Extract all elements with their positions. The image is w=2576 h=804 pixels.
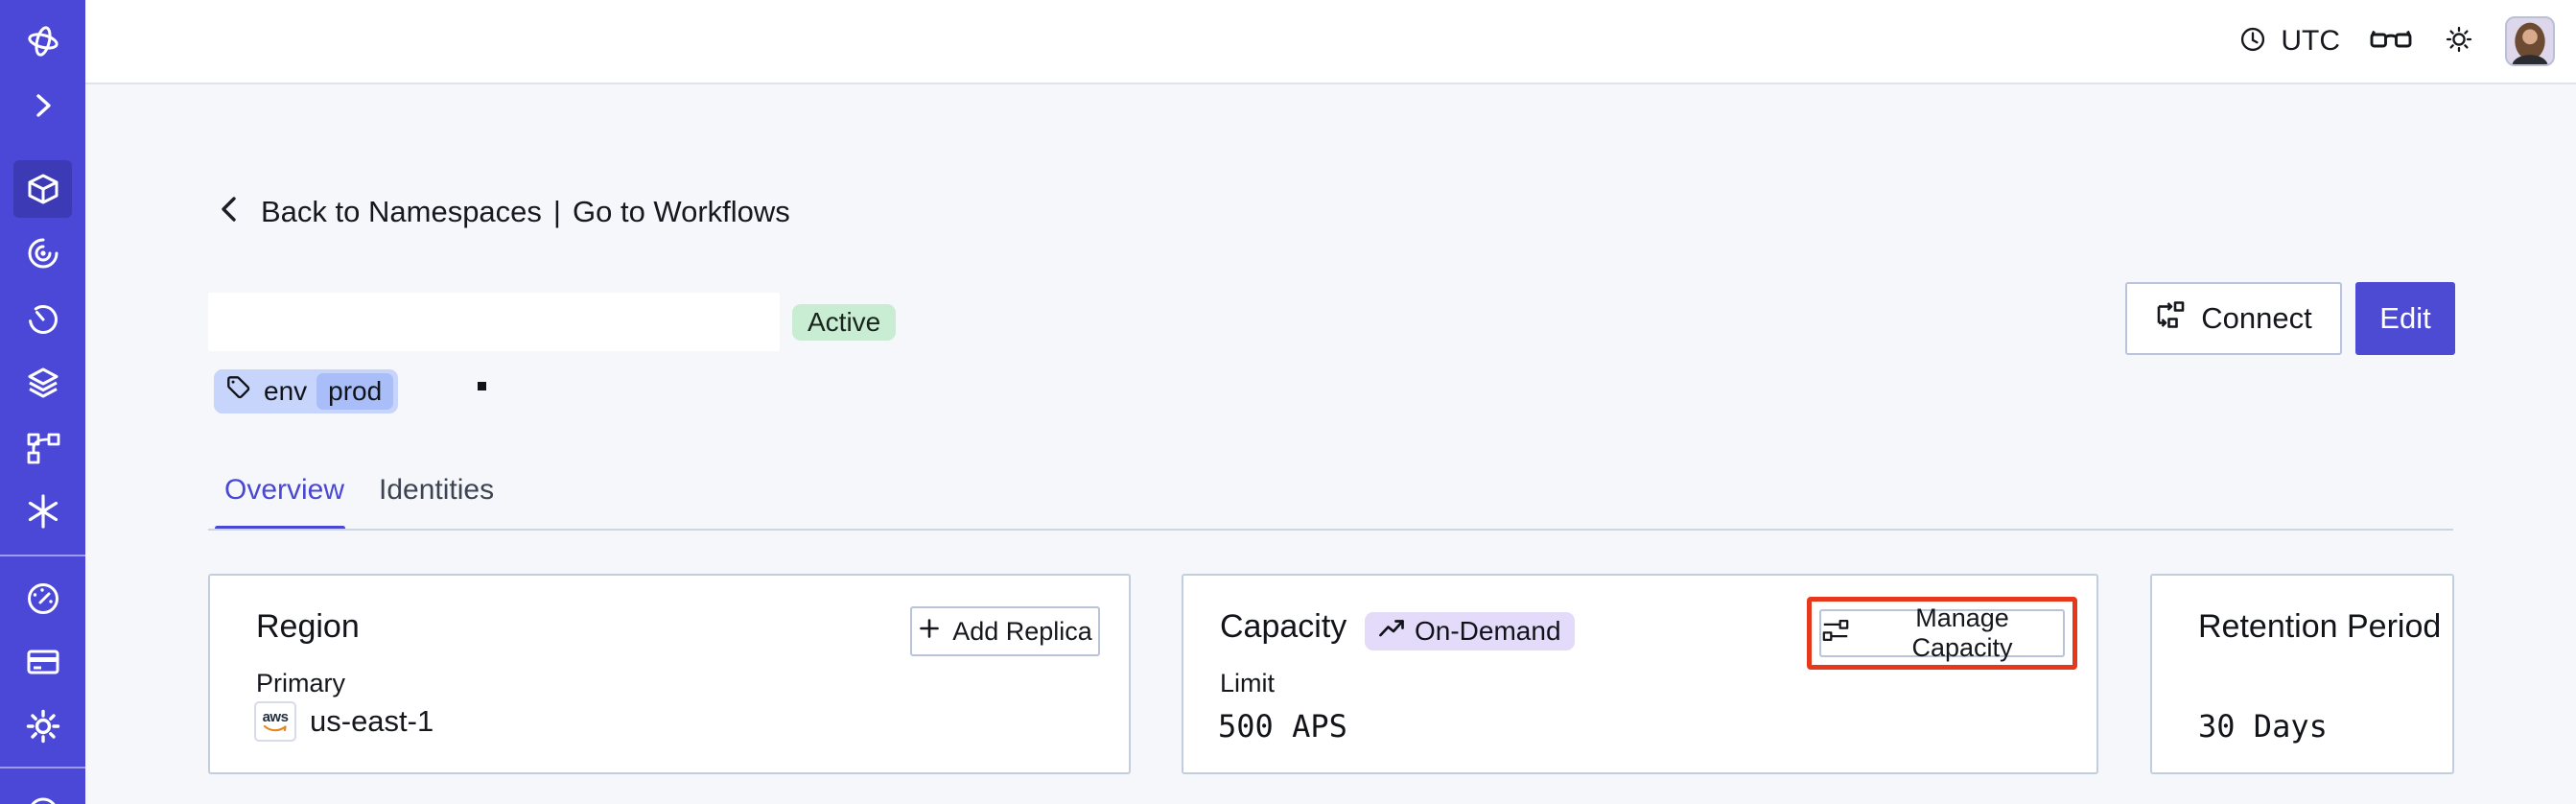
action-highlight-rectangle: Manage Capacity bbox=[1807, 597, 2077, 670]
sidebar-expand-chevron-icon[interactable] bbox=[23, 85, 63, 126]
limit-label: Limit bbox=[1220, 669, 1276, 698]
sidebar-item-deployments-icon[interactable] bbox=[23, 365, 63, 405]
chevron-left-icon[interactable] bbox=[213, 190, 246, 233]
connect-button[interactable]: Connect bbox=[2125, 282, 2342, 355]
manage-capacity-button[interactable]: Manage Capacity bbox=[1819, 603, 2065, 662]
primary-label: Primary bbox=[256, 669, 345, 698]
capacity-card-title: Capacity bbox=[1220, 608, 1347, 645]
capacity-card: Capacity On-Demand Limit 500 APS Manage … bbox=[1182, 574, 2098, 774]
aws-logo-icon: aws bbox=[254, 701, 296, 742]
breadcrumb-separator: | bbox=[552, 194, 561, 228]
sidebar-item-billing-icon[interactable] bbox=[23, 642, 63, 682]
aws-logo-text: aws bbox=[262, 708, 289, 725]
primary-region-row: aws us-east-1 bbox=[254, 701, 433, 742]
add-replica-label: Add Replica bbox=[952, 616, 1092, 646]
clock-icon bbox=[2236, 23, 2269, 60]
sidebar-item-schedules-icon[interactable] bbox=[23, 299, 63, 340]
region-card: Region Add Replica Primary aws us-east-1 bbox=[208, 574, 1131, 774]
edit-button[interactable]: Edit bbox=[2355, 282, 2455, 355]
tab-overview[interactable]: Overview bbox=[224, 474, 345, 506]
status-badge: Active bbox=[792, 304, 897, 341]
region-value: us-east-1 bbox=[310, 704, 434, 738]
tag-key: env bbox=[264, 376, 308, 406]
sidebar-item-nexus-icon[interactable] bbox=[23, 491, 63, 532]
retention-card: Retention Period 30 Days bbox=[2150, 574, 2454, 774]
text-artifact-dot bbox=[478, 382, 486, 390]
region-card-title: Region bbox=[256, 608, 360, 645]
manage-capacity-label: Manage Capacity bbox=[1911, 603, 2013, 662]
sidebar-divider bbox=[0, 555, 85, 556]
add-replica-button[interactable]: Add Replica bbox=[910, 606, 1100, 656]
trend-up-icon bbox=[1378, 616, 1405, 647]
topbar: UTC bbox=[85, 0, 2576, 84]
sidebar bbox=[0, 0, 85, 804]
timezone-selector[interactable]: UTC bbox=[2236, 23, 2340, 60]
sidebar-divider bbox=[0, 767, 85, 769]
sidebar-item-namespaces-icon[interactable] bbox=[23, 169, 63, 209]
tabs-divider-rule bbox=[208, 529, 2453, 531]
breadcrumb: Back to Namespaces | Go to Workflows bbox=[213, 190, 790, 233]
breadcrumb-workflows-link[interactable]: Go to Workflows bbox=[572, 194, 790, 228]
edit-button-label: Edit bbox=[2379, 301, 2431, 335]
sidebar-item-support-icon[interactable] bbox=[23, 792, 63, 804]
sidebar-item-workflows-icon[interactable] bbox=[23, 233, 63, 273]
timezone-label: UTC bbox=[2281, 25, 2340, 57]
sidebar-item-settings-icon[interactable] bbox=[23, 706, 63, 746]
glasses-icon[interactable] bbox=[2369, 23, 2413, 60]
breadcrumb-back-link[interactable]: Back to Namespaces bbox=[261, 194, 542, 228]
namespace-actions: Connect Edit bbox=[2125, 282, 2455, 355]
retention-value: 30 Days bbox=[2198, 708, 2328, 745]
tag-icon bbox=[225, 374, 254, 410]
tag-value: prod bbox=[316, 373, 394, 410]
connect-icon bbox=[2155, 298, 2188, 339]
active-tab-underline bbox=[215, 526, 345, 531]
namespace-title-redacted bbox=[208, 293, 780, 351]
on-demand-badge: On-Demand bbox=[1365, 612, 1575, 650]
temporal-logo-icon[interactable] bbox=[23, 21, 63, 61]
sidebar-item-worker-deployments-icon[interactable] bbox=[23, 428, 63, 468]
retention-card-title: Retention Period bbox=[2198, 608, 2442, 645]
namespace-tag-chip[interactable]: env prod bbox=[214, 369, 399, 414]
tab-identities[interactable]: Identities bbox=[379, 474, 495, 506]
sidebar-item-usage-icon[interactable] bbox=[23, 579, 63, 619]
sliders-icon bbox=[1821, 616, 1850, 651]
limit-value: 500 APS bbox=[1218, 708, 1347, 745]
theme-sun-icon[interactable] bbox=[2442, 22, 2476, 61]
connect-button-label: Connect bbox=[2201, 301, 2312, 335]
plus-icon bbox=[918, 617, 941, 647]
user-avatar[interactable] bbox=[2505, 16, 2555, 66]
on-demand-badge-label: On-Demand bbox=[1415, 616, 1561, 646]
